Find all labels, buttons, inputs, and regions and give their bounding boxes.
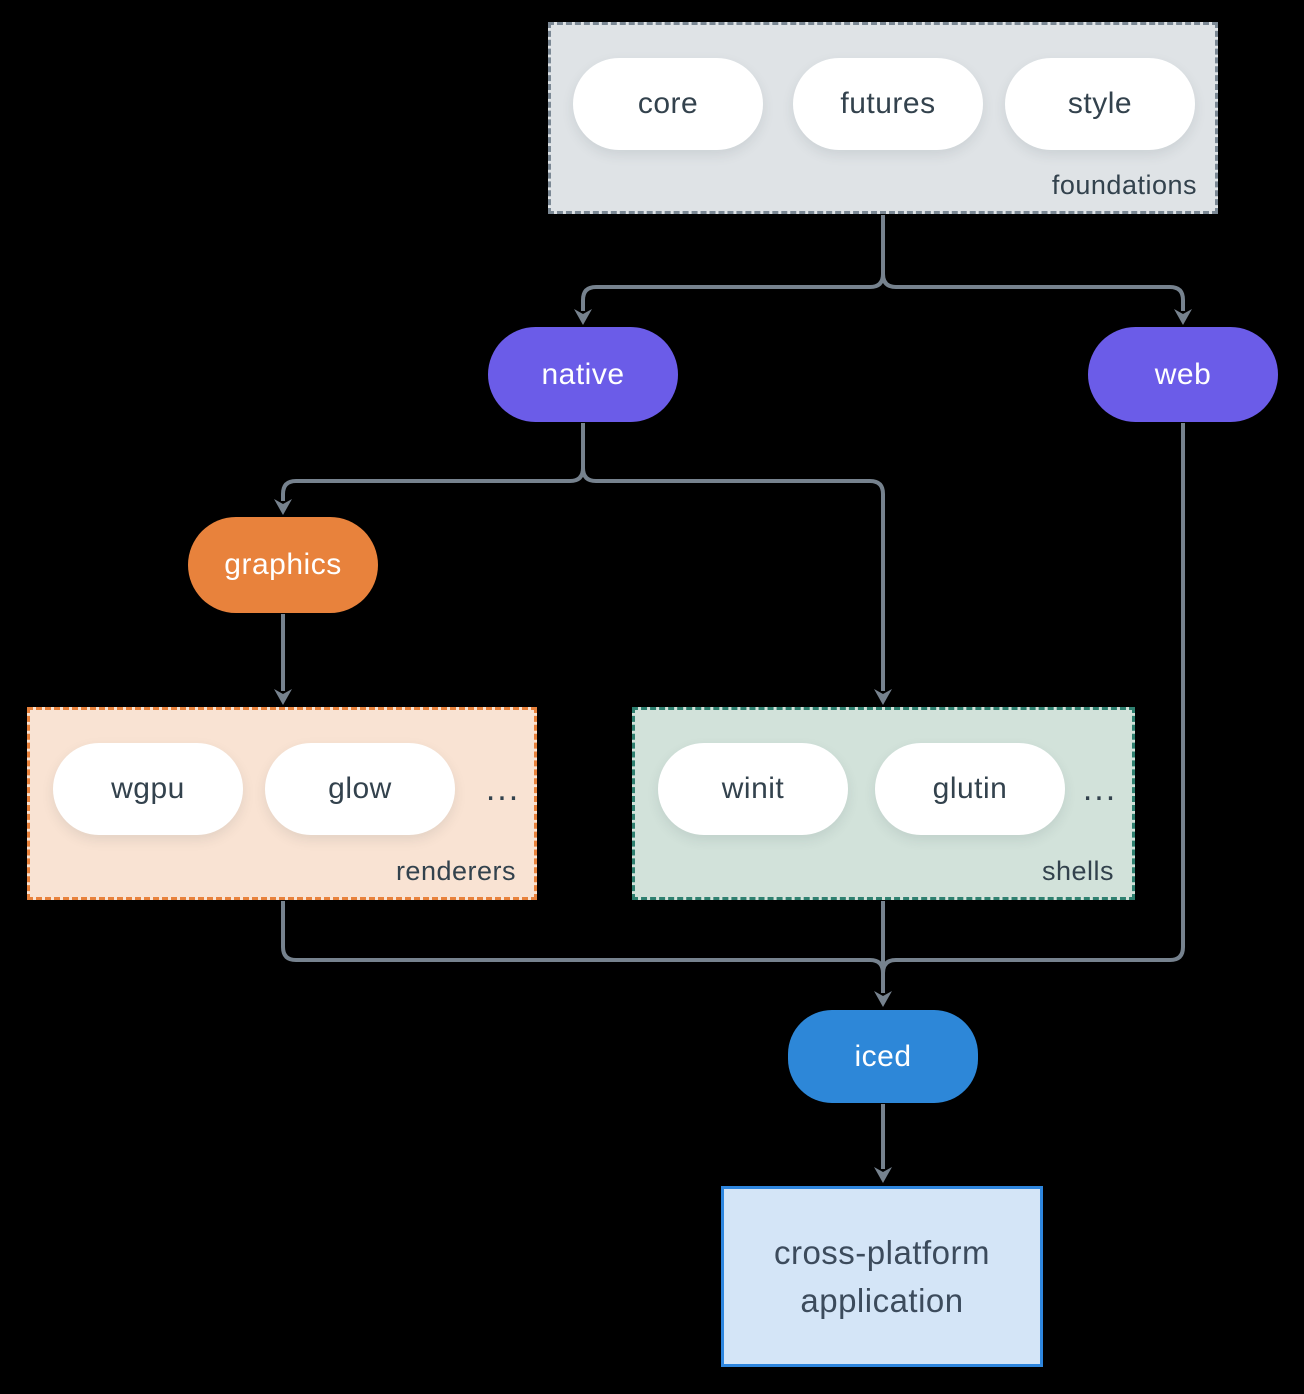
node-glow: glow: [265, 743, 455, 835]
edge-foundations-to-web: [881, 215, 1185, 311]
arrowhead-into-native: [574, 309, 592, 325]
node-style: style: [1005, 58, 1195, 150]
node-futures: futures: [793, 58, 983, 150]
group-renderers-label: renderers: [395, 856, 516, 886]
application-label-line1: cross-platform: [773, 1233, 991, 1271]
group-shells: winit glutin ... shells: [632, 707, 1135, 900]
edge-foundations-to-native: [581, 215, 885, 311]
node-core-label: core: [637, 87, 699, 120]
application-label-line2: application: [800, 1281, 964, 1319]
edge-web-to-iced: [881, 423, 1185, 985]
node-glutin-label: glutin: [932, 772, 1008, 805]
node-wgpu: wgpu: [53, 743, 243, 835]
node-style-label: style: [1067, 87, 1133, 120]
node-core: core: [573, 58, 763, 150]
arrowhead-into-application: [874, 1167, 892, 1183]
node-wgpu-label: wgpu: [111, 772, 185, 805]
node-iced-label: iced: [854, 1039, 912, 1073]
edge-native-to-graphics: [281, 423, 585, 501]
group-foundations-label: foundations: [1051, 170, 1197, 200]
arrowhead-into-graphics: [274, 499, 292, 515]
arrowhead-into-web: [1174, 309, 1192, 325]
node-web: web: [1088, 327, 1278, 422]
shells-ellipsis: ...: [1082, 769, 1118, 808]
group-foundations: core futures style foundations: [548, 22, 1218, 214]
edge-renderers-to-iced: [281, 901, 885, 985]
group-renderers: wgpu glow ... renderers: [27, 707, 537, 900]
node-graphics-label: graphics: [224, 548, 342, 581]
edge-native-to-shells: [581, 423, 885, 691]
arrowhead-into-iced: [874, 991, 892, 1007]
arrowhead-into-renderers: [274, 689, 292, 705]
node-winit: winit: [658, 743, 848, 835]
node-iced: iced: [788, 1010, 978, 1103]
node-native: native: [488, 327, 678, 422]
node-glow-label: glow: [328, 772, 392, 805]
node-web-label: web: [1154, 357, 1212, 391]
node-cross-platform-application: cross-platform application: [721, 1186, 1043, 1367]
node-futures-label: futures: [840, 87, 936, 120]
node-native-label: native: [541, 357, 625, 391]
renderers-ellipsis: ...: [485, 769, 521, 808]
arrowhead-into-shells: [874, 689, 892, 705]
node-winit-label: winit: [721, 772, 785, 805]
node-glutin: glutin: [875, 743, 1065, 835]
node-graphics: graphics: [188, 517, 378, 613]
group-shells-label: shells: [1041, 856, 1114, 886]
